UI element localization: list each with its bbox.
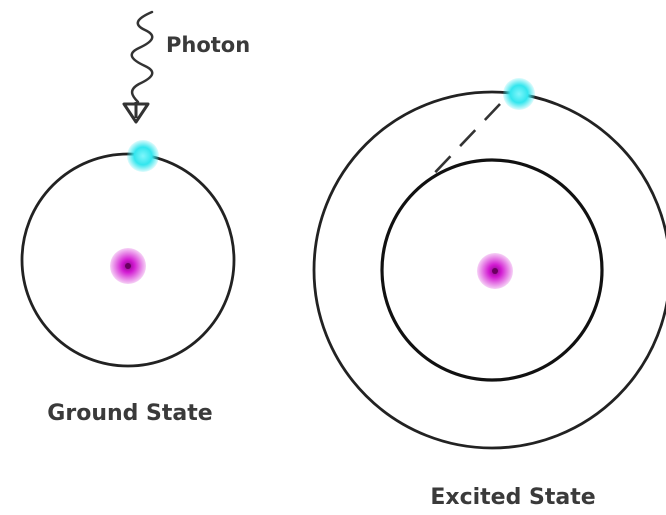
ground-state-label: Ground State: [47, 401, 212, 426]
excited-nucleus-core: [492, 268, 498, 274]
ground-state-atom: [20, 140, 236, 368]
excited-outer-orbit: [312, 90, 666, 450]
photon: [122, 10, 154, 124]
excited-state-label: Excited State: [430, 485, 595, 510]
ground-nucleus-core: [125, 263, 131, 269]
ground-electron: [127, 140, 159, 172]
photon-label: Photon: [166, 33, 250, 57]
excitation-path-dashed: [425, 103, 501, 183]
excited-inner-orbit: [380, 158, 604, 382]
excited-state-atom: [312, 78, 666, 450]
photon-wave: [130, 10, 154, 104]
excited-electron: [503, 78, 535, 110]
